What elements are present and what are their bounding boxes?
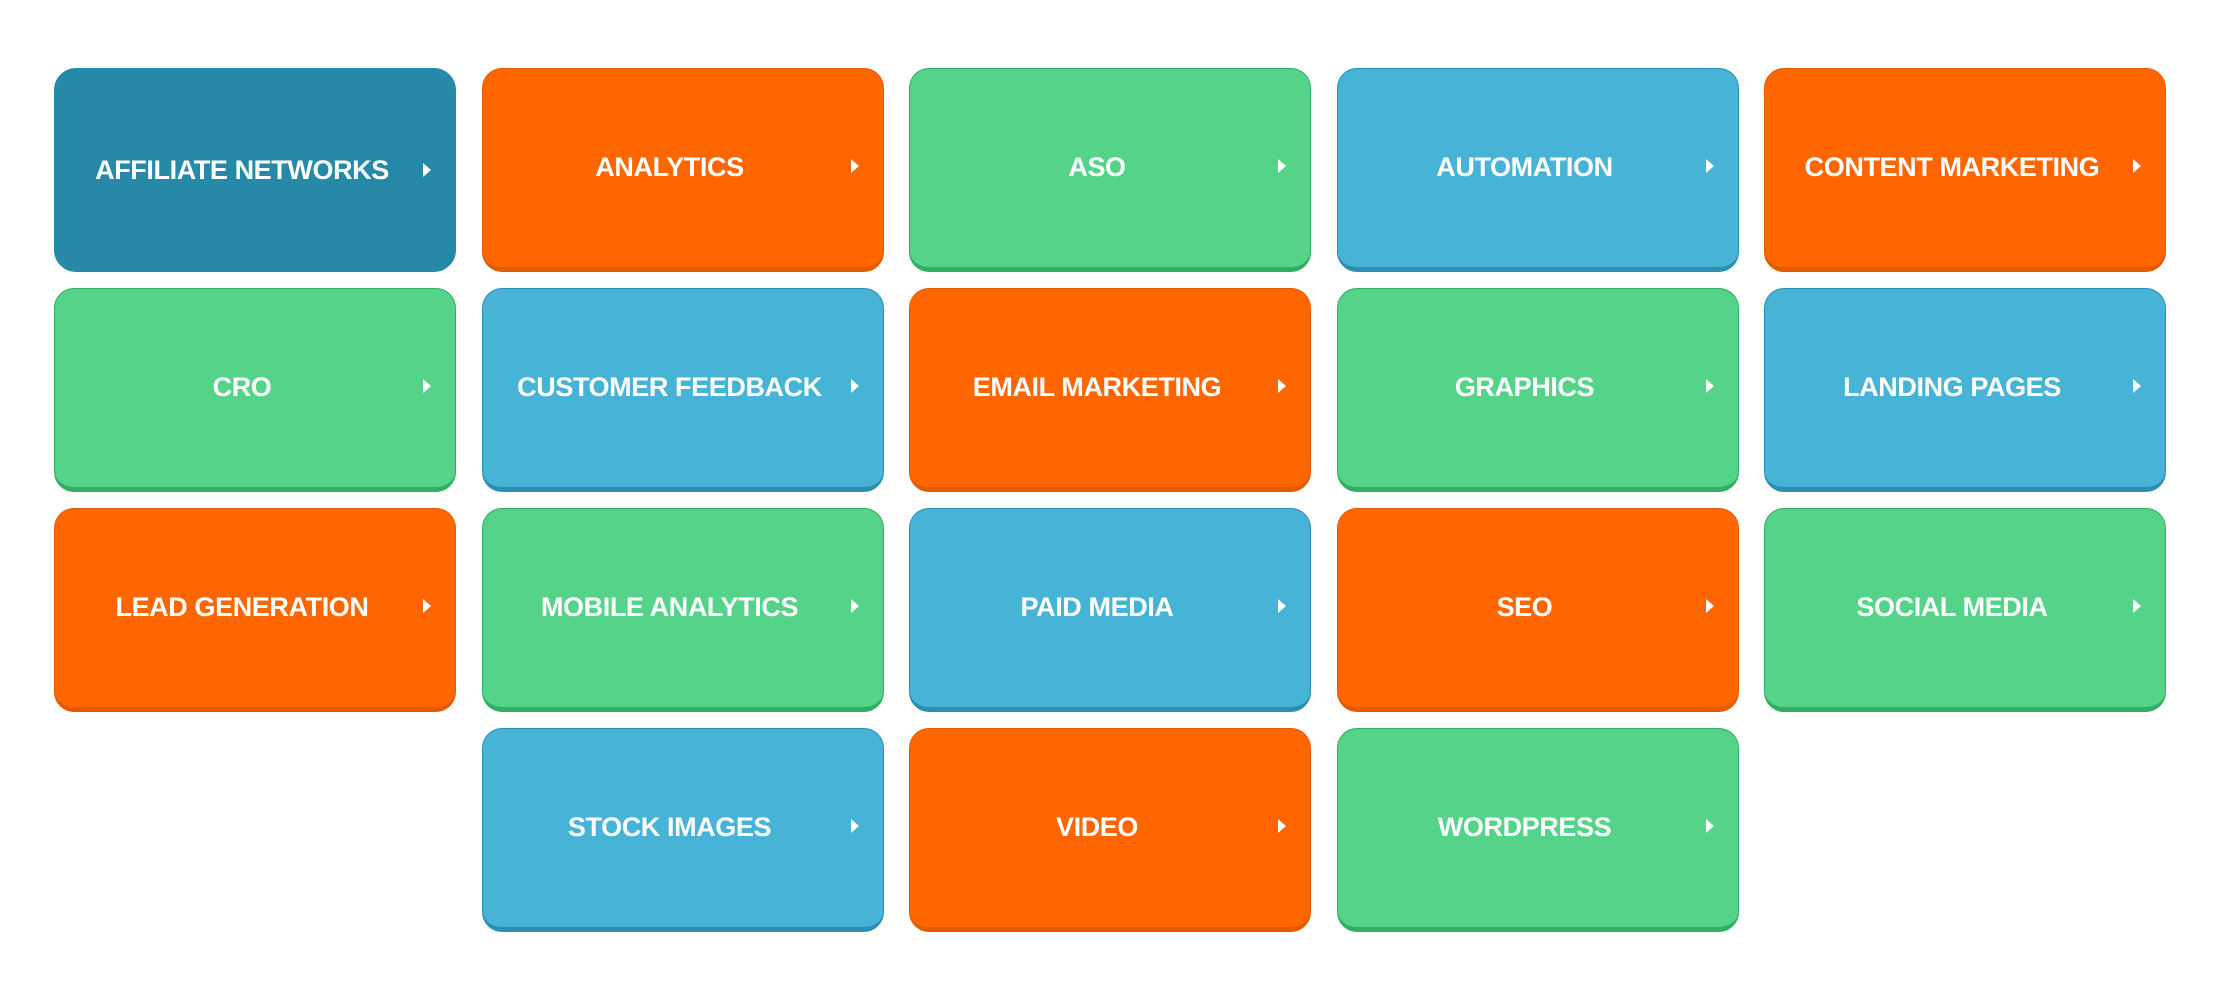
category-label: EMAIL MARKETING [972,371,1222,402]
category-tile-paid-media[interactable]: PAID MEDIA [909,508,1311,712]
category-tile-aso[interactable]: ASO [909,68,1311,272]
category-tile-mobile-analytics[interactable]: MOBILE ANALYTICS [481,508,884,712]
category-label: AUTOMATION [1436,151,1613,182]
category-tile-graphics[interactable]: GRAPHICS [1336,288,1739,492]
chevron-right-icon [1705,159,1714,173]
category-label: MOBILE ANALYTICS [540,591,799,622]
chevron-right-icon [850,159,859,173]
category-tile-social-media[interactable]: SOCIAL MEDIA [1764,508,2166,712]
category-label: SOCIAL MEDIA [1856,591,2048,622]
chevron-right-icon [1278,159,1286,173]
chevron-right-icon [1278,819,1286,833]
category-label: ASO [1068,151,1126,182]
chevron-right-icon [1705,819,1714,833]
category-tile-lead-generation[interactable]: LEAD GENERATION [54,508,456,712]
category-tile-stock-images[interactable]: STOCK IMAGES [481,728,884,932]
category-label: VIDEO [1055,811,1139,842]
category-tile-customer-feedback[interactable]: CUSTOMER FEEDBACK [481,288,884,492]
category-tile-automation[interactable]: AUTOMATION [1336,68,1739,272]
chevron-right-icon [2133,159,2141,173]
category-tile-landing-pages[interactable]: LANDING PAGES [1764,288,2166,492]
chevron-right-icon [1705,379,1714,393]
category-tile-wordpress[interactable]: WORDPRESS [1336,728,1739,932]
category-label: CUSTOMER FEEDBACK [517,371,822,402]
chevron-right-icon [1278,599,1286,613]
chevron-right-icon [850,599,859,613]
chevron-right-icon [423,379,431,393]
category-tile-seo[interactable]: SEO [1336,508,1739,712]
category-label: PAID MEDIA [1020,591,1174,622]
category-label: ANALYTICS [595,151,744,182]
category-label: GRAPHICS [1454,371,1595,402]
category-tile-affiliate-networks[interactable]: AFFILIATE NETWORKS [54,68,456,272]
category-label: AFFILIATE NETWORKS [95,154,389,185]
category-tile-analytics[interactable]: ANALYTICS [481,68,884,272]
chevron-right-icon [2133,379,2141,393]
category-label: LANDING PAGES [1843,371,2061,402]
category-label: WORDPRESS [1437,811,1612,842]
category-tile-content-marketing[interactable]: CONTENT MARKETING [1764,68,2166,272]
category-grid: AFFILIATE NETWORKS ANALYTICS ASO AUTOMAT… [54,68,2166,932]
category-label: CRO [212,371,272,402]
category-label: LEAD GENERATION [115,591,369,622]
category-tile-cro[interactable]: CRO [54,288,456,492]
category-tile-video[interactable]: VIDEO [909,728,1311,932]
category-label: SEO [1496,591,1553,622]
chevron-right-icon [1278,379,1286,393]
chevron-right-icon [423,599,431,613]
chevron-right-icon [423,163,431,177]
category-label: CONTENT MARKETING [1804,151,2100,182]
chevron-right-icon [2133,599,2141,613]
category-label: STOCK IMAGES [567,811,772,842]
chevron-right-icon [1705,599,1714,613]
category-tile-email-marketing[interactable]: EMAIL MARKETING [909,288,1311,492]
chevron-right-icon [850,379,859,393]
chevron-right-icon [850,819,859,833]
